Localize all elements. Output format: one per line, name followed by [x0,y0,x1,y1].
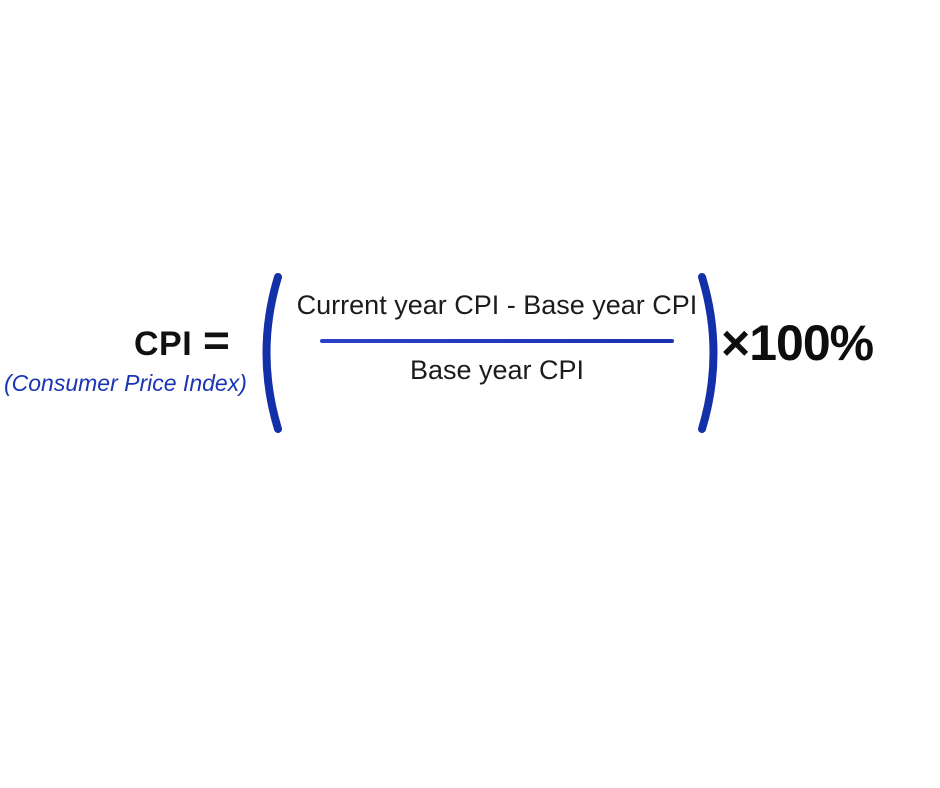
left-parenthesis-icon [262,273,282,433]
fraction-denominator: Base year CPI [409,355,585,385]
cpi-label: CPI [134,325,193,363]
right-parenthesis-icon [698,273,718,433]
fraction-line [320,339,674,343]
fraction-numerator: Current year CPI - Base year CPI [296,290,698,320]
multiplier-label: ×100% [721,315,874,371]
fraction: Current year CPI - Base year CPI Base ye… [283,290,711,385]
equals-sign: = [203,315,230,365]
cpi-sublabel: (Consumer Price Index) [4,370,247,396]
